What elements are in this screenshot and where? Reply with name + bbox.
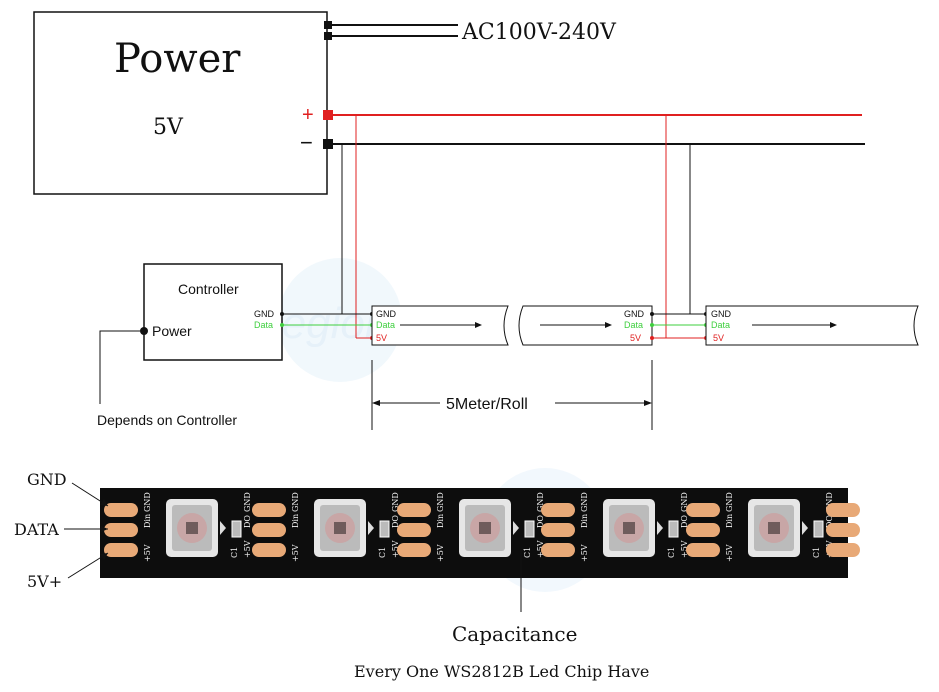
controller-gnd: GND — [254, 309, 275, 319]
unit-2-pad-0 — [397, 503, 431, 517]
end-pad-2 — [826, 543, 860, 557]
depends-on-controller: Depends on Controller — [97, 412, 237, 428]
unit-1-do-text: DO — [391, 515, 400, 528]
unit-4-pad-1 — [686, 523, 720, 537]
unit-1-pad-1 — [252, 523, 286, 537]
strip-gnd-label: GND — [27, 470, 67, 489]
unit-3-5v-text: +5V — [580, 544, 589, 562]
capacitor-0 — [231, 520, 242, 538]
capacitor-4 — [813, 520, 824, 538]
unit-3-do-text: DO — [680, 515, 689, 528]
unit-3-din-text: Din — [580, 514, 589, 528]
unit-1-out-5v-text: +5V — [391, 540, 400, 558]
controller-box — [143, 263, 283, 361]
capacitor-1 — [379, 520, 390, 538]
unit-0-pad-0 — [104, 503, 138, 517]
unit-2-5v-text: +5V — [436, 544, 445, 562]
unit-1-pad-2 — [252, 543, 286, 557]
unit-2-out-5v-text: +5V — [536, 540, 545, 558]
unit-4-din-text: Din — [725, 514, 734, 528]
unit-2-din-text: Din — [436, 514, 445, 528]
unit-1-din-text: Din — [291, 514, 300, 528]
unit-3-pad-1 — [541, 523, 575, 537]
unit-1-5v-text: +5V — [291, 544, 300, 562]
unit-0-out-5v-text: +5V — [243, 540, 252, 558]
controller-title: Controller — [178, 281, 239, 297]
unit-0-pad-1 — [104, 523, 138, 537]
unit-1-gnd-text: GND — [291, 492, 300, 512]
strip3-data: Data — [711, 320, 730, 330]
strip-data-label: DATA — [14, 520, 59, 539]
strip2-data: Data — [624, 320, 643, 330]
strip-5v-label: 5V+ — [27, 572, 62, 591]
unit-2-pad-1 — [397, 523, 431, 537]
strip1-data: Data — [376, 320, 395, 330]
unit-2-c1-text: C1 — [523, 547, 532, 558]
capacitor-2 — [524, 520, 535, 538]
unit-4-pad-0 — [686, 503, 720, 517]
unit-4-pad-2 — [686, 543, 720, 557]
strip1-gnd: GND — [376, 309, 397, 319]
unit-1-pad-0 — [252, 503, 286, 517]
unit-1-c1-text: C1 — [378, 547, 387, 558]
capacitance-label: Capacitance — [452, 622, 577, 646]
strip3-5v: 5V — [713, 333, 724, 343]
minus-terminal — [323, 139, 333, 149]
controller-data: Data — [254, 320, 273, 330]
unit-3-out-5v-text: +5V — [680, 540, 689, 558]
caption: Every One WS2812B Led Chip Have — [354, 662, 649, 681]
strip2-5v: 5V — [630, 333, 641, 343]
ac-input-label: AC100V-240V — [461, 20, 617, 45]
unit-0-gnd-text: GND — [143, 492, 152, 512]
end-pad-0 — [826, 503, 860, 517]
unit-2-out-gnd-text: GND — [536, 492, 545, 512]
unit-3-pad-0 — [541, 503, 575, 517]
unit-4-5v-text: +5V — [725, 544, 734, 562]
unit-1-out-gnd-text: GND — [391, 492, 400, 512]
unit-3-gnd-text: GND — [580, 492, 589, 512]
unit-2-do-text: DO — [536, 515, 545, 528]
unit-2-gnd-text: GND — [436, 492, 445, 512]
unit-4-c1-text: C1 — [812, 547, 821, 558]
plus-terminal — [323, 110, 333, 120]
unit-0-out-gnd-text: GND — [243, 492, 252, 512]
capacitor-3 — [668, 520, 679, 538]
unit-0-pad-2 — [104, 543, 138, 557]
unit-0-do-text: DO — [243, 515, 252, 528]
strip2-gnd: GND — [624, 309, 645, 319]
power-voltage: 5V — [153, 115, 184, 140]
unit-3-pad-2 — [541, 543, 575, 557]
unit-3-out-gnd-text: GND — [680, 492, 689, 512]
unit-0-5v-text: +5V — [143, 544, 152, 562]
unit-4-do-text: DO — [825, 515, 834, 528]
plus-sign: + — [302, 104, 314, 126]
minus-sign: − — [300, 130, 313, 155]
strip3-gnd: GND — [711, 309, 732, 319]
power-title: Power — [114, 36, 241, 82]
controller-power-pin: Power — [152, 323, 192, 339]
unit-0-din-text: Din — [143, 514, 152, 528]
unit-4-out-gnd-text: GND — [825, 492, 834, 512]
length-label: 5Meter/Roll — [446, 396, 528, 413]
unit-2-pad-2 — [397, 543, 431, 557]
unit-3-c1-text: C1 — [667, 547, 676, 558]
unit-4-gnd-text: GND — [725, 492, 734, 512]
end-pad-1 — [826, 523, 860, 537]
power-box — [33, 11, 328, 195]
unit-0-c1-text: C1 — [230, 547, 239, 558]
strip1-5v: 5V — [376, 333, 387, 343]
